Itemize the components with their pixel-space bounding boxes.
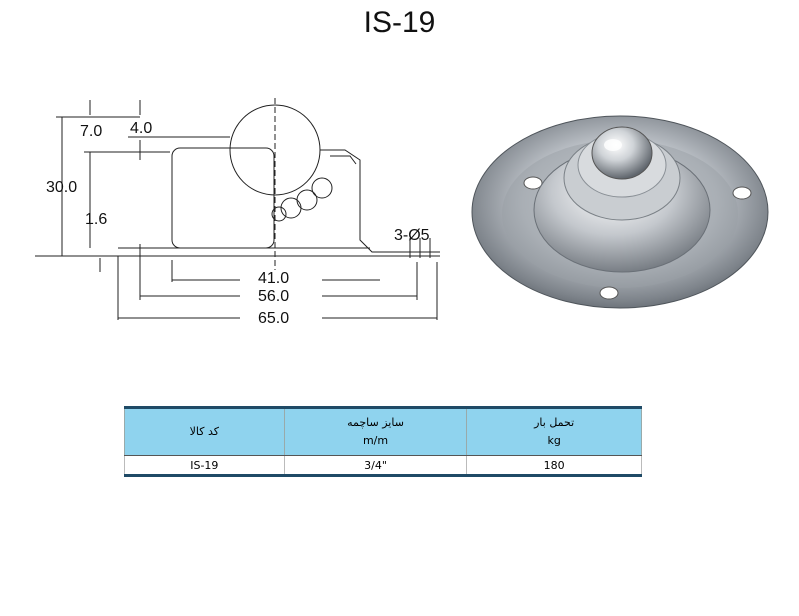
cell-size: 3/4" [283, 455, 468, 476]
dim-30-0: 30.0 [46, 179, 77, 196]
cell-load: 180 [466, 455, 642, 476]
dim-7-0: 7.0 [80, 123, 102, 140]
table-row: IS-19 3/4" 180 [124, 455, 642, 476]
header-size: سایز ساچمه m/m [283, 407, 468, 456]
spec-table: کد کالا سایز ساچمه m/m تحمل بار kg IS-19… [124, 406, 642, 477]
header-size-unit: m/m [362, 434, 389, 447]
product-image [471, 115, 769, 309]
page-title: IS-19 [363, 6, 436, 39]
dim-1-6: 1.6 [85, 211, 107, 228]
cell-code: IS-19 [124, 455, 285, 476]
cap-shell [320, 149, 440, 253]
technical-drawing: 7.0 4.0 30.0 1.6 3-Ø5 41.0 56.0 65.0 [35, 98, 769, 327]
table-header-row: کد کالا سایز ساچمه m/m تحمل بار kg [124, 407, 642, 456]
header-load-label: تحمل بار [534, 416, 575, 429]
header-load-unit: kg [547, 434, 561, 447]
header-size-label: سایز ساچمه [347, 416, 404, 429]
header-code-label: کد کالا [189, 425, 220, 438]
housing-block [171, 147, 275, 249]
dim-56-0: 56.0 [258, 288, 289, 305]
section-view [35, 98, 440, 320]
dim-65-0: 65.0 [258, 310, 289, 327]
dim-4-0: 4.0 [130, 120, 152, 137]
header-load: تحمل بار kg [466, 407, 642, 456]
dim-holes: 3-Ø5 [394, 227, 430, 244]
dim-41-0: 41.0 [258, 270, 289, 287]
header-code: کد کالا [124, 407, 285, 456]
